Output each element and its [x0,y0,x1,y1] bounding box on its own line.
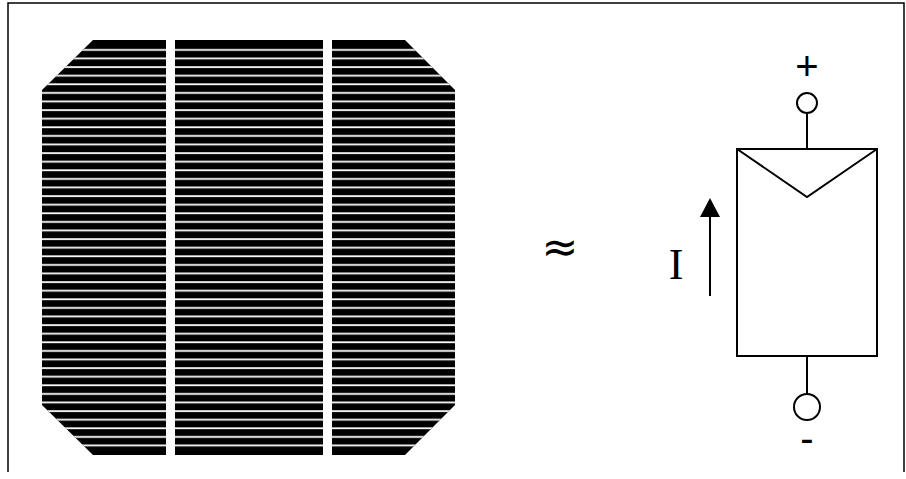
current-label: I [669,243,684,287]
solar-cell-symbol [737,93,877,420]
terminal-sign: - [800,418,813,458]
terminal-sign: + [795,46,818,86]
solar-cell [42,40,455,455]
current-arrow [700,198,720,296]
approx-sign: ≈ [542,225,579,269]
frame [8,3,904,472]
